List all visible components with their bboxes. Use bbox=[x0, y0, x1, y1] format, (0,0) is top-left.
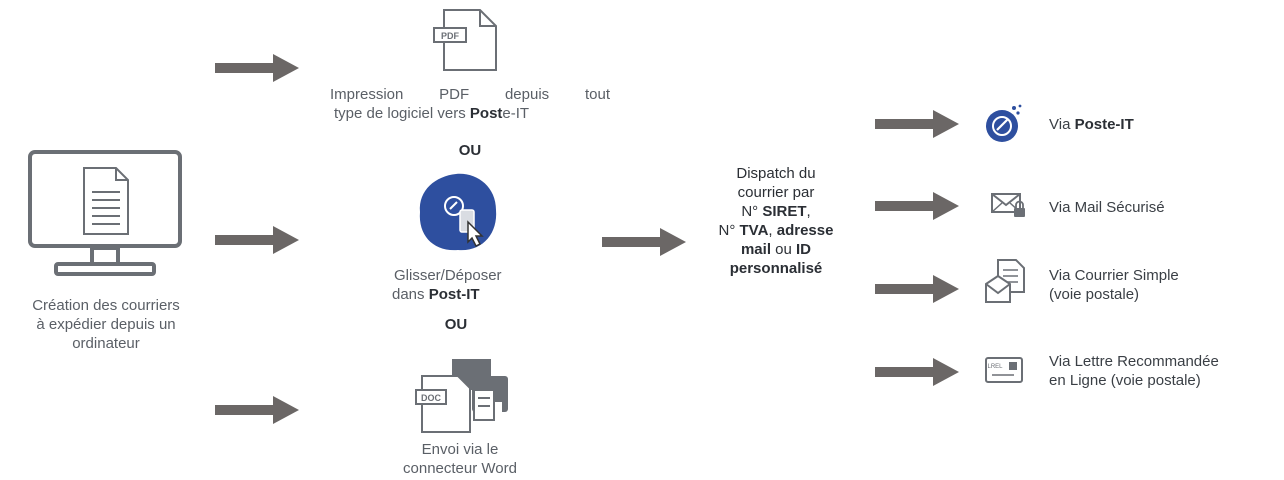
dispatch-line: N° TVA, adresse bbox=[692, 221, 860, 240]
dispatch-line: courrier par bbox=[737, 184, 815, 201]
output-label-simple-mail: Via Courrier Simple (voie postale) bbox=[1049, 266, 1279, 304]
left-caption: Création des courriers à expédier depuis… bbox=[0, 296, 212, 353]
caption-line: ordinateur bbox=[72, 335, 140, 352]
caption-line: Envoi via le bbox=[421, 441, 499, 458]
poste-it-icon bbox=[986, 104, 1022, 142]
output-text: (voie postale) bbox=[1049, 286, 1140, 303]
dispatch-text-part: , bbox=[806, 203, 811, 220]
caption-line: Impression PDF depuis tout bbox=[330, 86, 610, 103]
output-text: Via bbox=[1049, 116, 1075, 133]
caption-line: Création des courriers bbox=[32, 297, 180, 314]
dispatch-line: N° SIRET, bbox=[692, 202, 860, 221]
drag-drop-icon bbox=[419, 173, 497, 251]
arrow-right-icon bbox=[875, 110, 959, 138]
word-connector-icon: DOC bbox=[415, 359, 508, 433]
lrel-icon-label: LREL bbox=[987, 364, 1003, 370]
caption-line: Glisser/Déposer bbox=[394, 267, 502, 284]
drag-caption: Glisser/Déposer dans Post-IT bbox=[384, 266, 564, 304]
registered-letter-icon: LREL bbox=[985, 357, 1023, 383]
caption-line: type de logiciel vers Poste-IT bbox=[330, 104, 610, 123]
caption-line: dans Post-IT bbox=[384, 285, 564, 304]
output-text: Via Mail Sécurisé bbox=[1049, 199, 1165, 216]
caption-bold: Post-IT bbox=[428, 286, 480, 303]
output-bold: Poste-IT bbox=[1074, 116, 1134, 133]
dispatch-text-part: N° bbox=[741, 203, 763, 220]
arrow-right-icon bbox=[875, 358, 959, 386]
arrow-right-icon bbox=[215, 54, 299, 82]
dispatch-bold: mail bbox=[740, 241, 771, 258]
caption-text: type de logiciel vers bbox=[334, 105, 470, 122]
arrow-right-icon bbox=[875, 192, 959, 220]
dispatch-bold: personnalisé bbox=[729, 260, 823, 277]
output-text: Via Lettre Recommandée bbox=[1049, 353, 1219, 370]
dispatch-bold: SIRET bbox=[762, 203, 807, 220]
arrow-right-icon bbox=[602, 228, 686, 256]
pdf-icon-label: PDF bbox=[441, 31, 460, 41]
caption-text: dans bbox=[392, 286, 429, 303]
or-label: OU bbox=[444, 316, 468, 333]
dispatch-bold: TVA bbox=[739, 222, 769, 239]
output-label-registered-letter: Via Lettre Recommandée en Ligne (voie po… bbox=[1049, 352, 1281, 390]
dispatch-line: mail ou ID bbox=[692, 240, 860, 259]
dispatch-text-part: ou bbox=[770, 241, 797, 258]
doc-icon-label: DOC bbox=[421, 393, 442, 403]
secure-mail-icon bbox=[991, 193, 1025, 217]
arrow-right-icon bbox=[215, 226, 299, 254]
dispatch-bold: ID bbox=[796, 241, 812, 258]
dispatch-line: personnalisé bbox=[692, 259, 860, 278]
output-label-poste-it: Via Poste-IT bbox=[1049, 115, 1279, 134]
pdf-caption: Impression PDF depuis tout type de logic… bbox=[330, 85, 610, 123]
output-text: en Ligne (voie postale) bbox=[1049, 372, 1201, 389]
dispatch-line: Dispatch du bbox=[736, 165, 816, 182]
dispatch-bold: adresse bbox=[776, 222, 834, 239]
letter-mail-icon bbox=[985, 259, 1025, 303]
pdf-file-icon: PDF bbox=[433, 9, 497, 71]
caption-line: à expédier depuis un bbox=[36, 316, 176, 333]
or-label: OU bbox=[458, 142, 482, 159]
output-text: Via Courrier Simple bbox=[1049, 267, 1179, 284]
arrow-right-icon bbox=[215, 396, 299, 424]
word-caption: Envoi via le connecteur Word bbox=[360, 440, 560, 478]
caption-bold: Post bbox=[469, 105, 503, 122]
dispatch-text: Dispatch du courrier par N° SIRET, N° TV… bbox=[692, 164, 860, 278]
dispatch-text-part: , bbox=[768, 222, 777, 239]
caption-line: connecteur Word bbox=[403, 460, 517, 477]
caption-text: e-IT bbox=[502, 105, 530, 122]
arrow-right-icon bbox=[875, 275, 959, 303]
computer-monitor-icon bbox=[28, 150, 182, 276]
output-label-secure-mail: Via Mail Sécurisé bbox=[1049, 198, 1279, 217]
dispatch-text-part: N° bbox=[718, 222, 740, 239]
